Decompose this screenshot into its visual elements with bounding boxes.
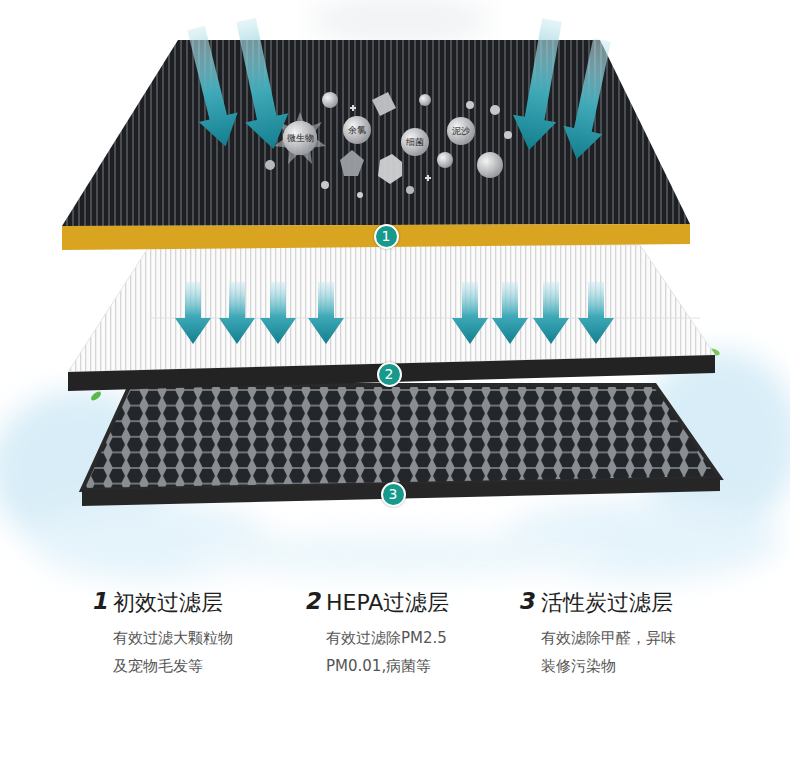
- layer-title: 活性炭过滤层: [541, 588, 673, 618]
- callout-circle: 2: [377, 362, 402, 387]
- layer-number: 3: [520, 588, 536, 614]
- layer-title: HEPA过滤层: [326, 588, 449, 618]
- callout-number: 2: [385, 367, 394, 381]
- layer-description: 有效过滤除PM2.5 PM0.01,病菌等: [326, 624, 486, 680]
- particle-label: 微生物: [287, 132, 314, 145]
- callout-number: 3: [389, 487, 398, 501]
- layer-title: 初效过滤层: [113, 588, 223, 618]
- layer-number: 2: [306, 588, 322, 614]
- particle-label: 余氯: [348, 124, 366, 137]
- layer-description: 有效过滤大颗粒物 及宠物毛发等: [113, 624, 273, 680]
- layer-number: 1: [93, 588, 109, 614]
- particle-label: 细菌: [406, 136, 424, 149]
- layer-description: 有效滤除甲醛，异味 装修污染物: [541, 624, 701, 680]
- particle-label: 泥沙: [452, 125, 470, 138]
- callout-circle: 3: [381, 482, 406, 507]
- callout-circle: 1: [374, 224, 399, 249]
- callout-number: 1: [382, 229, 391, 243]
